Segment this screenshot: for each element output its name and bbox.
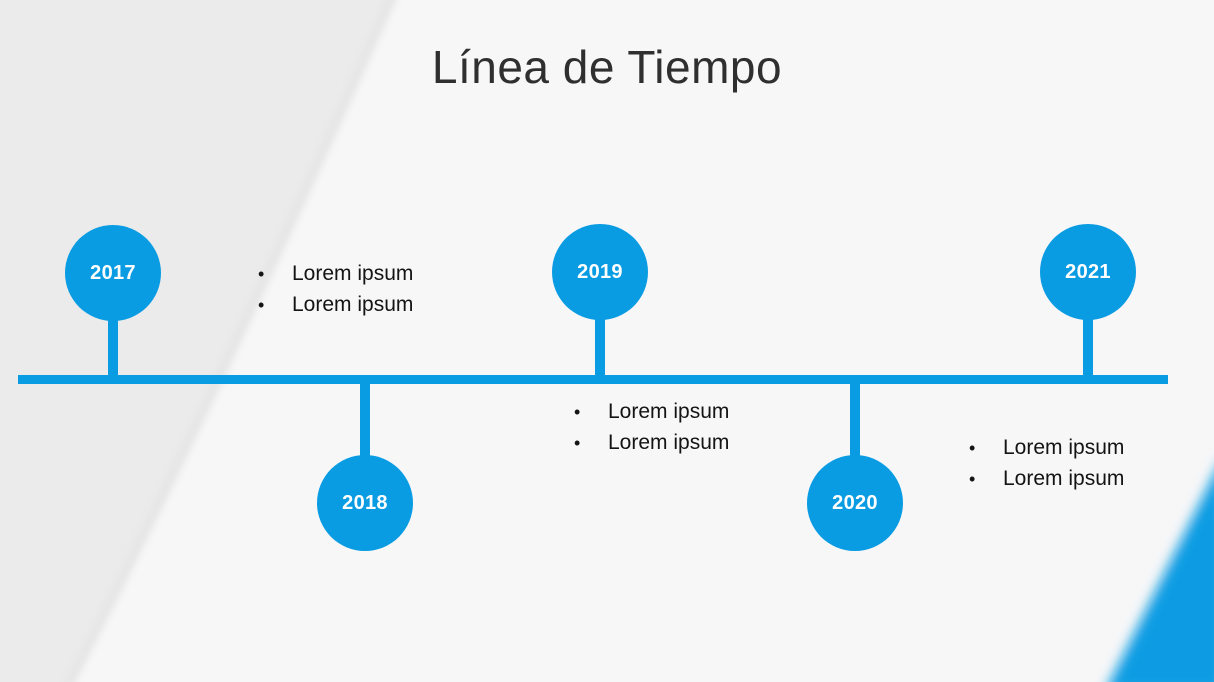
- bullet-icon: •: [969, 438, 976, 458]
- bullet-icon: •: [258, 295, 265, 315]
- milestone-year-label: 2018: [342, 491, 388, 514]
- milestone-year-label: 2019: [577, 260, 623, 283]
- milestone-2018: 2018: [317, 455, 413, 551]
- timeline-connector-2019: [595, 300, 605, 380]
- list-item: • Lorem ipsum: [574, 427, 729, 458]
- milestone-2021: 2021: [1040, 224, 1136, 320]
- milestone-2020: 2020: [807, 455, 903, 551]
- list-item: • Lorem ipsum: [969, 432, 1124, 463]
- list-item-text: Lorem ipsum: [608, 400, 730, 423]
- list-item-text: Lorem ipsum: [608, 431, 730, 454]
- list-item-text: Lorem ipsum: [1003, 436, 1125, 459]
- timeline-connector-2017: [108, 300, 118, 380]
- list-item: • Lorem ipsum: [258, 289, 413, 320]
- milestone-2017: 2017: [65, 225, 161, 321]
- bullet-icon: •: [574, 433, 581, 453]
- timeline-connector-2020: [850, 379, 860, 459]
- list-item: • Lorem ipsum: [574, 396, 729, 427]
- timeline-connector-2021: [1083, 300, 1093, 380]
- list-item: • Lorem ipsum: [258, 258, 413, 289]
- bullet-list-2: • Lorem ipsum • Lorem ipsum: [574, 396, 729, 458]
- bullet-list-3: • Lorem ipsum • Lorem ipsum: [969, 432, 1124, 494]
- list-item-text: Lorem ipsum: [292, 262, 414, 285]
- list-item-text: Lorem ipsum: [1003, 467, 1125, 490]
- timeline-connector-2018: [360, 379, 370, 459]
- bullet-icon: •: [574, 402, 581, 422]
- corner-triangle: [1110, 474, 1214, 682]
- bullet-icon: •: [258, 264, 265, 284]
- milestone-year-label: 2017: [90, 261, 136, 284]
- timeline-bar: [18, 375, 1168, 384]
- milestone-year-label: 2021: [1065, 260, 1111, 283]
- bullet-list-1: • Lorem ipsum • Lorem ipsum: [258, 258, 413, 320]
- bullet-icon: •: [969, 469, 976, 489]
- milestone-year-label: 2020: [832, 491, 878, 514]
- milestone-2019: 2019: [552, 224, 648, 320]
- list-item: • Lorem ipsum: [969, 463, 1124, 494]
- slide-title: Línea de Tiempo: [431, 41, 783, 93]
- list-item-text: Lorem ipsum: [292, 293, 414, 316]
